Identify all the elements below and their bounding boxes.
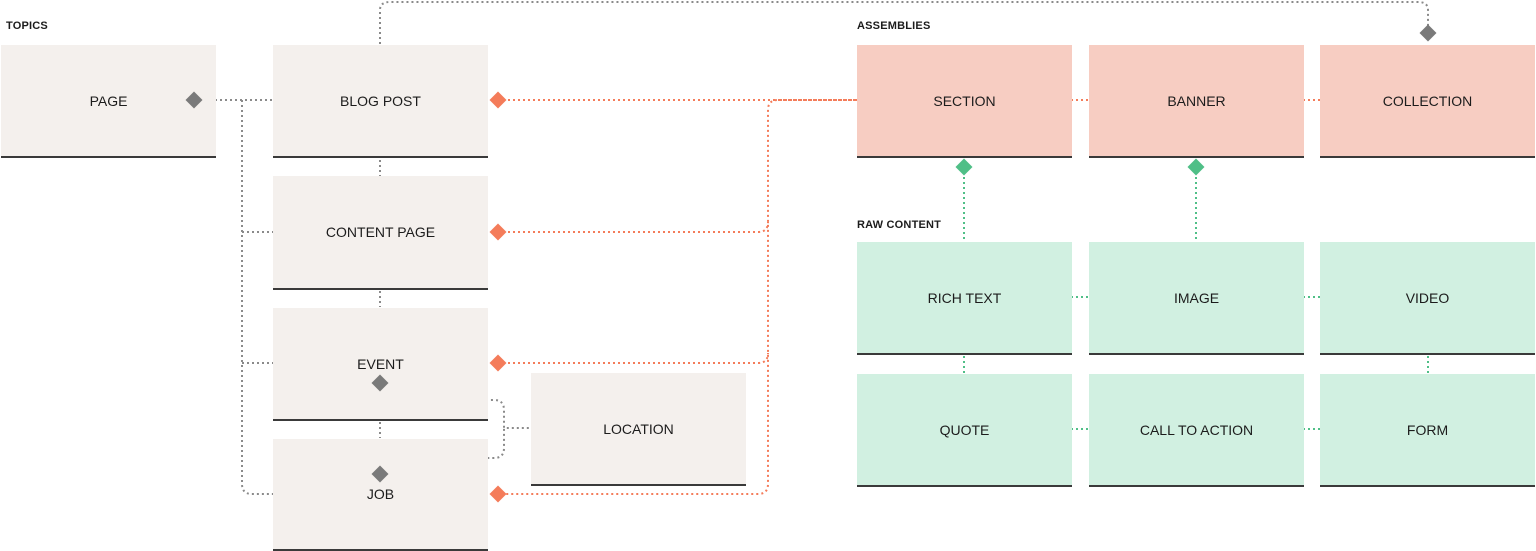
- banner-node[interactable]: BANNER: [1089, 45, 1304, 158]
- event-to-location-link: [379, 388, 531, 429]
- topics-heading: TOPICS: [6, 20, 48, 32]
- raw-content-connectors: [963, 172, 1429, 430]
- call-to-action-node-label: CALL TO ACTION: [1139, 421, 1254, 438]
- quote-node[interactable]: QUOTE: [857, 374, 1072, 487]
- rich-text-node[interactable]: RICH TEXT: [857, 242, 1072, 355]
- section-to-content-page-link: [503, 221, 769, 233]
- location-node-label: LOCATION: [603, 420, 674, 437]
- job-node[interactable]: JOB: [273, 439, 488, 551]
- event-node[interactable]: EVENT: [273, 308, 488, 421]
- assemblies-heading: ASSEMBLIES: [857, 20, 931, 32]
- image-node-label: IMAGE: [1173, 289, 1220, 306]
- form-node[interactable]: FORM: [1320, 374, 1535, 487]
- assembly-connectors: [503, 99, 1320, 495]
- content-page-node[interactable]: CONTENT PAGE: [273, 176, 488, 290]
- video-node-label: VIDEO: [1405, 289, 1450, 306]
- form-node-label: FORM: [1406, 421, 1449, 438]
- rich-text-node-label: RICH TEXT: [927, 289, 1002, 306]
- image-node[interactable]: IMAGE: [1089, 242, 1304, 355]
- content-page-node-label: CONTENT PAGE: [325, 224, 436, 240]
- page-node-label: PAGE: [89, 92, 128, 109]
- section-node-label: SECTION: [933, 92, 996, 109]
- job-node-label: JOB: [366, 486, 395, 502]
- video-node[interactable]: VIDEO: [1320, 242, 1535, 355]
- section-node[interactable]: SECTION: [857, 45, 1072, 158]
- banner-node-label: BANNER: [1167, 92, 1226, 109]
- page-branch-line: [241, 100, 273, 495]
- collection-node-label: COLLECTION: [1382, 92, 1473, 109]
- quote-node-label: QUOTE: [939, 421, 990, 438]
- location-node[interactable]: LOCATION: [531, 373, 746, 486]
- page-node[interactable]: PAGE: [1, 45, 216, 158]
- blog-post-node-label: BLOG POST: [340, 92, 421, 109]
- blog-post-node[interactable]: BLOG POST: [273, 45, 488, 158]
- raw-content-heading: RAW CONTENT: [857, 219, 942, 231]
- section-to-event-link: [503, 352, 769, 364]
- topic-connectors: [200, 1, 1429, 495]
- event-node-label: EVENT: [357, 355, 404, 372]
- call-to-action-node[interactable]: CALL TO ACTION: [1089, 374, 1304, 487]
- section-trunk-line: [503, 99, 857, 495]
- collection-node[interactable]: COLLECTION: [1320, 45, 1535, 158]
